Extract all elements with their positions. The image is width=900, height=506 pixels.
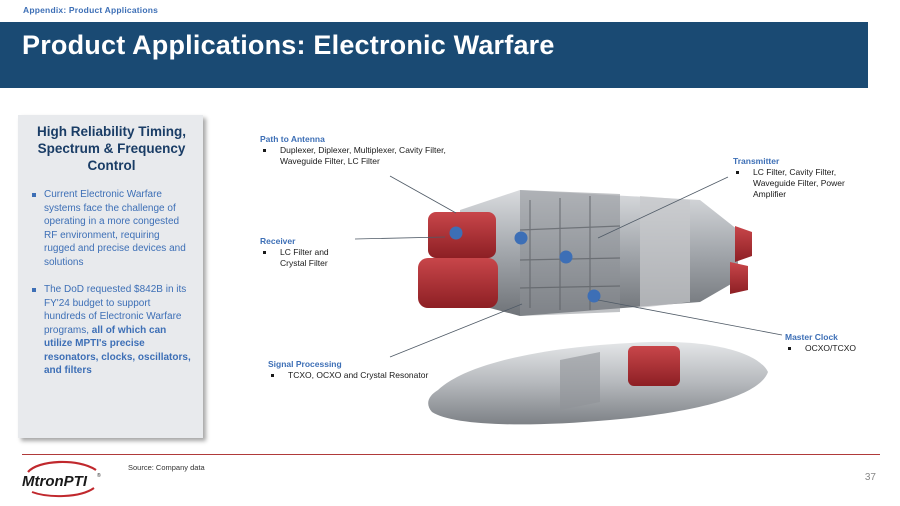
leader-master-clock (597, 299, 783, 336)
callout-bullet-challenge: Current Electronic Warfare systems face … (30, 188, 193, 269)
label-path-to-antenna: Path to Antenna Duplexer, Diplexer, Mult… (260, 134, 470, 167)
title-band: Product Applications: Electronic Warfare (0, 22, 868, 88)
logo-registered-mark: ® (97, 472, 101, 479)
label-transmitter: Transmitter LC Filter, Cavity Filter, Wa… (733, 156, 863, 200)
leader-receiver (354, 236, 446, 240)
footer-rule (22, 454, 880, 455)
eyebrow-label: Appendix: Product Applications (23, 5, 159, 15)
label-master-clock: Master Clock OCXO/TCXO (785, 332, 875, 354)
label-head: Path to Antenna (260, 134, 325, 144)
page-number: 37 (864, 472, 876, 483)
callout-list: Current Electronic Warfare systems face … (30, 188, 193, 378)
budget-text: The DoD requested $842B in its FY'24 bud… (44, 284, 187, 336)
label-item: LC Filter, Cavity Filter, Waveguide Filt… (733, 167, 863, 200)
callout-box: High Reliability Timing, Spectrum & Freq… (18, 115, 203, 438)
label-item: LC Filter and Crystal Filter (260, 247, 355, 269)
label-head: Master Clock (785, 332, 838, 342)
mtronpti-logo: MtronPTI ® (22, 460, 101, 498)
page-title: Product Applications: Electronic Warfare (22, 30, 555, 60)
label-item: TCXO, OCXO and Crystal Resonator (268, 370, 443, 381)
callout-bullet-budget: The DoD requested $842B in its FY'24 bud… (30, 283, 193, 378)
label-head: Signal Processing (268, 359, 342, 369)
label-head: Receiver (260, 236, 296, 246)
leader-signal-processing (389, 303, 523, 358)
pod-illustration (428, 341, 768, 425)
label-signal-processing: Signal Processing TCXO, OCXO and Crystal… (268, 359, 443, 381)
leader-antenna (389, 175, 457, 214)
label-head: Transmitter (733, 156, 780, 166)
source-note: Source: Company data (128, 463, 205, 472)
logo-wordmark: MtronPTI (22, 473, 88, 490)
budget-highlight: all of which can utilize MPTI's precise … (44, 324, 191, 377)
leader-transmitter (597, 176, 729, 239)
callout-title: High Reliability Timing, Spectrum & Freq… (36, 124, 186, 173)
label-item: OCXO/TCXO (785, 343, 875, 354)
label-receiver: Receiver LC Filter and Crystal Filter (260, 236, 355, 269)
label-item: Duplexer, Diplexer, Multiplexer, Cavity … (260, 145, 470, 167)
assembly-illustration (418, 190, 752, 316)
